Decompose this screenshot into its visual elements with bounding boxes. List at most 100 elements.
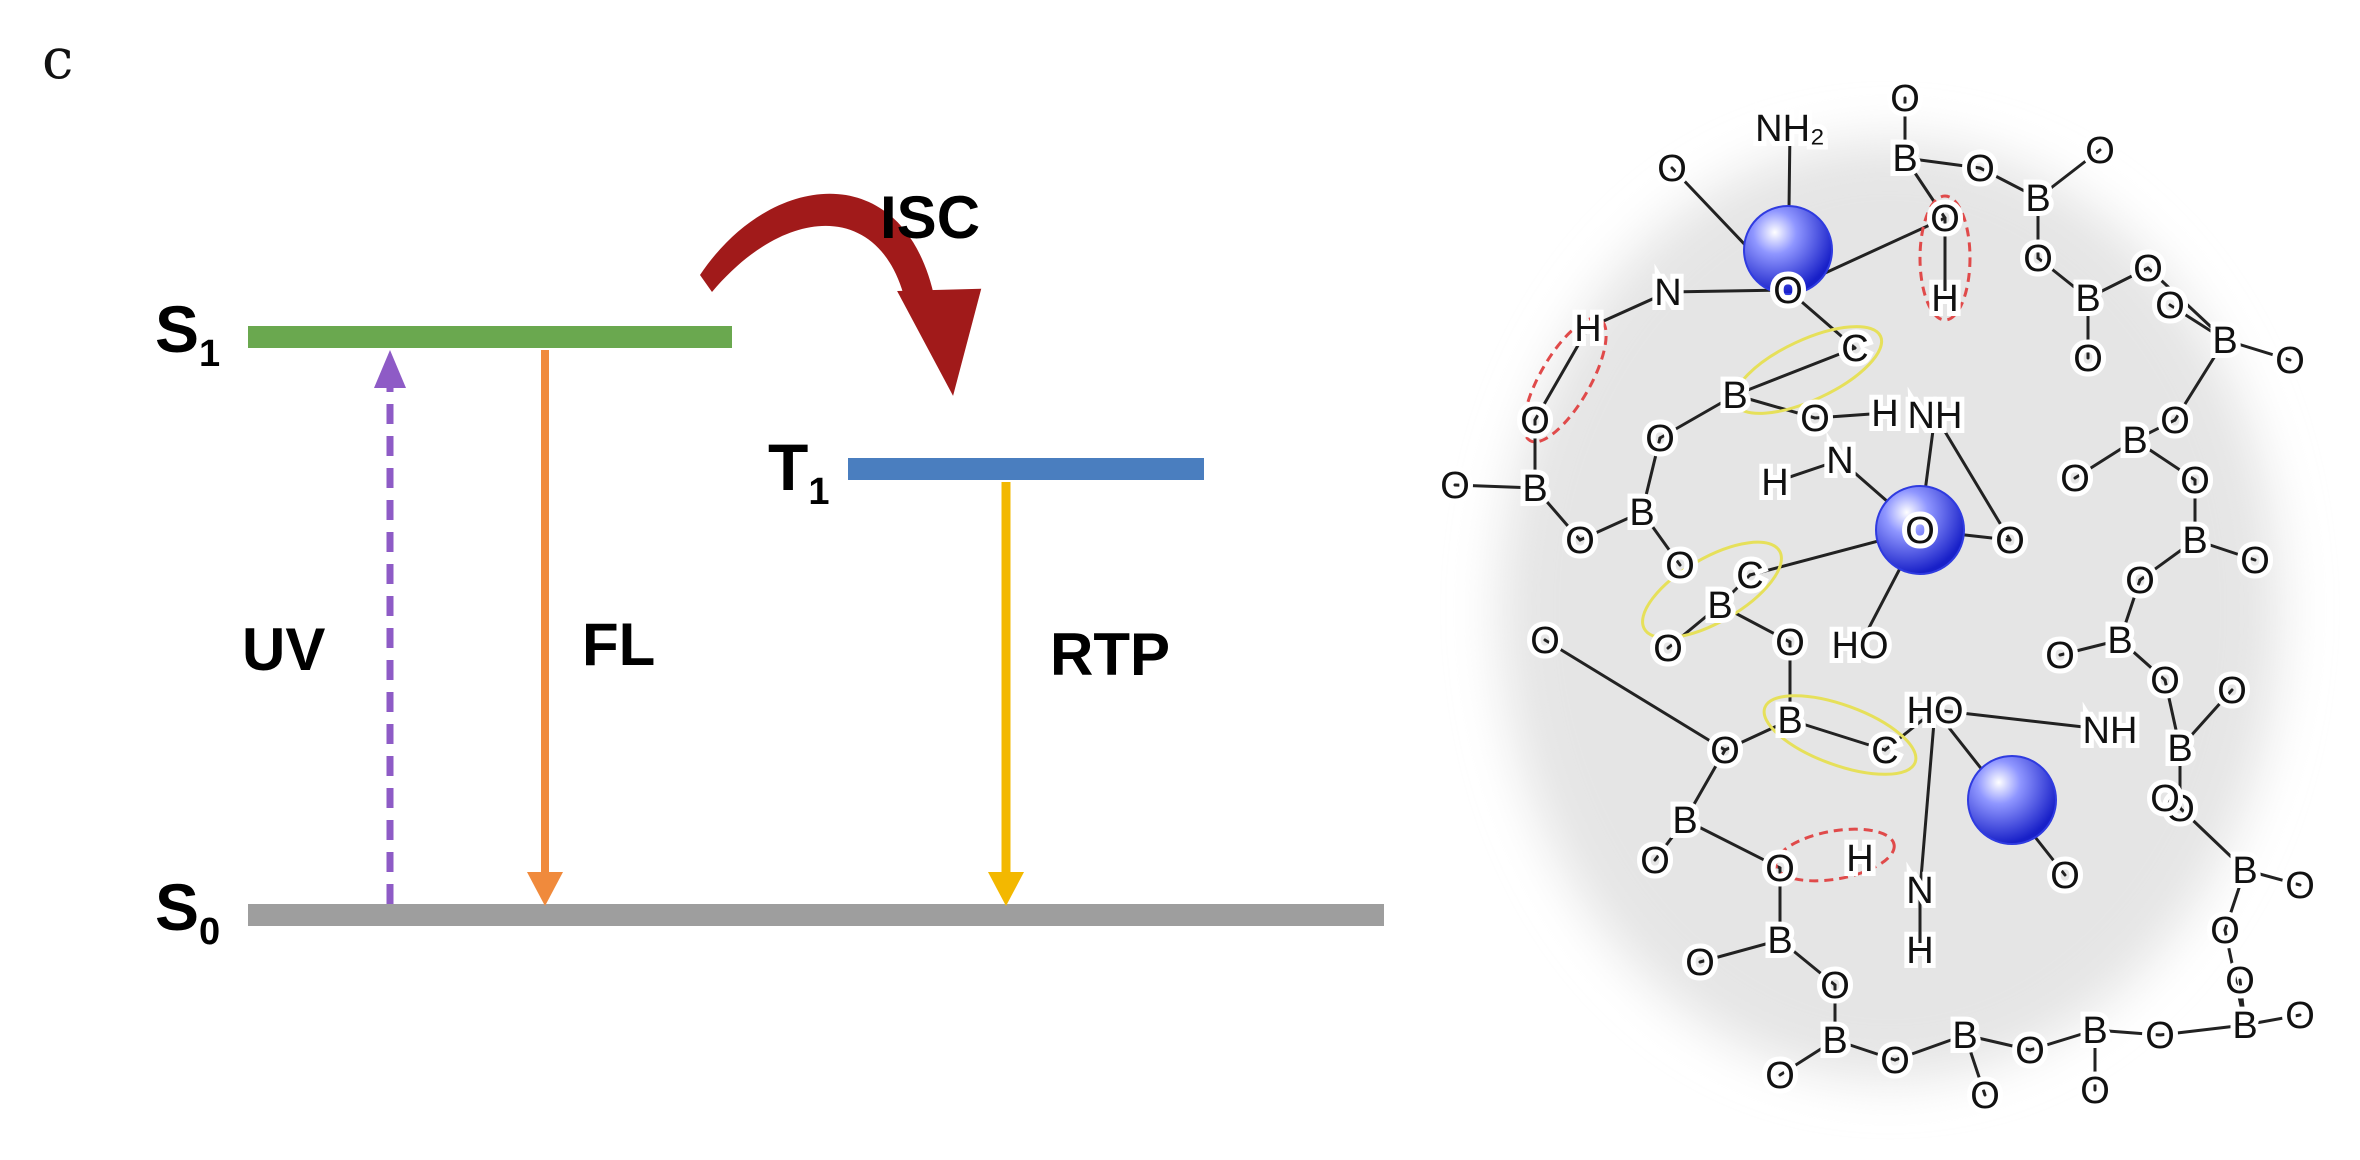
atom-label-o: O bbox=[1645, 418, 1675, 460]
bond-line bbox=[1653, 818, 1687, 862]
atom-label-o: O bbox=[1773, 270, 1803, 312]
atom-label-o: O bbox=[1685, 942, 1715, 984]
atom-label-b: B bbox=[2025, 178, 2050, 220]
bond-line bbox=[2223, 338, 2292, 362]
atom-label-b: B bbox=[1822, 1020, 1847, 1062]
atom-label-o: O bbox=[2217, 670, 2247, 712]
bond-line bbox=[1786, 288, 1857, 350]
structure-shadow bbox=[1500, 140, 2280, 1080]
atom-label-o: O bbox=[1657, 148, 1687, 190]
atom-label-b: B bbox=[2107, 620, 2132, 662]
panel-letter: c bbox=[42, 27, 73, 92]
atom-label-b: B bbox=[1777, 700, 1802, 742]
metal-center-sphere bbox=[1743, 205, 1833, 295]
atom-label-o: O bbox=[1710, 730, 1740, 772]
bond-line bbox=[2243, 868, 2302, 887]
bond-line bbox=[1543, 638, 1727, 752]
atom-label-o: O bbox=[1995, 520, 2025, 562]
atom-label-b: B bbox=[2167, 728, 2192, 770]
bond-highlights bbox=[1522, 194, 1972, 883]
atom-label-o: O bbox=[2155, 285, 2185, 327]
bond-line bbox=[2238, 978, 2247, 1027]
bond-line bbox=[2168, 303, 2227, 342]
atom-label-b: B bbox=[1707, 585, 1732, 627]
bond-line bbox=[1718, 573, 1752, 607]
bond-line bbox=[1963, 1033, 2032, 1052]
bond-line bbox=[1683, 818, 1782, 870]
atom-label-b: B bbox=[1952, 1015, 1977, 1057]
fl-label: FL bbox=[582, 611, 655, 678]
atom-label-h: H bbox=[1846, 838, 1873, 880]
metal-center-sphere bbox=[1875, 485, 1965, 575]
bond-line bbox=[1733, 393, 1817, 420]
atom-label-o: O bbox=[2240, 540, 2270, 582]
bond-line bbox=[2133, 438, 2197, 482]
atom-label-o: O bbox=[1565, 520, 1595, 562]
atom-label-o: O bbox=[1440, 465, 1470, 507]
bond-line bbox=[2223, 928, 2247, 1027]
atom-label-o: O bbox=[2150, 660, 2180, 702]
atom-label-nh2: NH₂ bbox=[1755, 108, 1825, 150]
bond-line bbox=[1778, 1038, 1837, 1077]
atom-label-c: C bbox=[1736, 555, 1763, 597]
atom-label-o: O bbox=[1965, 148, 1995, 190]
bond-line bbox=[1586, 290, 1670, 330]
atom-label-o: O bbox=[1775, 622, 1805, 664]
bond-line bbox=[1903, 156, 1947, 220]
c-b-bond-highlight bbox=[1732, 325, 1884, 415]
bond-line bbox=[2138, 538, 2197, 582]
atom-label-o: O bbox=[1520, 400, 1550, 442]
atom-label-o: O bbox=[2275, 340, 2305, 382]
s1-level bbox=[248, 326, 732, 348]
bond-line bbox=[2243, 1013, 2302, 1027]
bond-line bbox=[1718, 603, 1792, 644]
bond-lines bbox=[1453, 96, 2302, 1097]
atom-label-b: B bbox=[1722, 375, 1747, 417]
bond-line bbox=[1533, 326, 1590, 422]
atom-label-o: O bbox=[2285, 865, 2315, 907]
bond-line bbox=[1733, 346, 1857, 397]
bond-line bbox=[1640, 436, 1662, 514]
atom-label-n: N bbox=[1906, 870, 1933, 912]
atom-label-b: B bbox=[1522, 468, 1547, 510]
atom-label-b: B bbox=[1767, 920, 1792, 962]
bond-line bbox=[2193, 538, 2257, 562]
hydrogen-bond-highlight bbox=[1774, 827, 1896, 883]
atom-label-o: O bbox=[2145, 1015, 2175, 1057]
atom-label-b: B bbox=[1892, 138, 1917, 180]
bond-line bbox=[2146, 266, 2227, 342]
atom-label-b: B bbox=[2122, 420, 2147, 462]
atom-label-o: O bbox=[1880, 1040, 1910, 1082]
bond-line bbox=[1813, 411, 1887, 420]
rtp-arrow bbox=[988, 482, 1024, 906]
t1-label: T1 bbox=[768, 430, 829, 513]
bond-line bbox=[2158, 1023, 2247, 1037]
atom-label-o: O bbox=[1930, 198, 1960, 240]
bond-line bbox=[1723, 718, 1792, 752]
atom-label-o: O bbox=[2165, 788, 2195, 830]
atom-label-c: C bbox=[1871, 730, 1898, 772]
atom-label-o: O bbox=[1640, 840, 1670, 882]
bond-line bbox=[2178, 688, 2234, 750]
atom-label-o: O bbox=[1905, 510, 1935, 552]
atom-label-b: B bbox=[2232, 1005, 2257, 1047]
atom-label-h: H bbox=[1871, 393, 1898, 435]
atom-label-o: O bbox=[2160, 400, 2190, 442]
bond-line bbox=[2036, 148, 2102, 200]
bond-line bbox=[2173, 338, 2227, 422]
atom-label-o: O bbox=[1970, 1075, 2000, 1117]
atom-label-o: O bbox=[2150, 778, 2180, 820]
hydrogen-bond-highlight bbox=[1918, 194, 1972, 322]
bond-line bbox=[2118, 578, 2142, 642]
atom-label-b: B bbox=[1672, 800, 1697, 842]
atom-label-o: O bbox=[1820, 965, 1850, 1007]
bond-line bbox=[1893, 1033, 1967, 1062]
bond-line bbox=[1883, 708, 1937, 752]
hydrogen-bond-highlight bbox=[1522, 316, 1608, 444]
s0-label: S0 bbox=[155, 870, 220, 953]
bond-line bbox=[1773, 458, 1842, 484]
fl-arrow bbox=[527, 350, 563, 906]
atom-label-b: B bbox=[2182, 520, 2207, 562]
c-b-bond-highlight bbox=[1762, 694, 1918, 776]
